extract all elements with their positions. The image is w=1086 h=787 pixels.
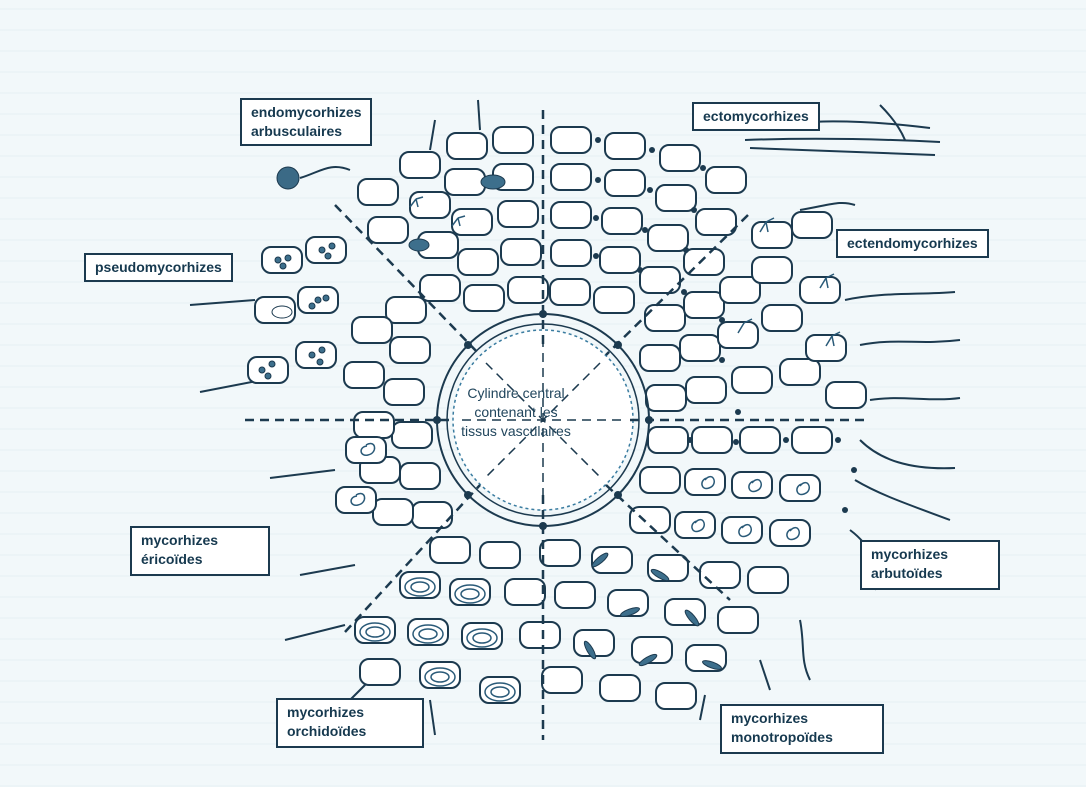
label-ectendomycorhizes: ectendomycorhizes (836, 229, 989, 258)
label-mycorhizes-orchidoides: mycorhizes orchidoïdes (276, 698, 424, 748)
label-endomycorhizes-arbusculaires: endomycorhizes arbusculaires (240, 98, 372, 146)
label-mycorhizes-monotropoides: mycorhizes monotropoïdes (720, 704, 884, 754)
label-ectomycorhizes: ectomycorhizes (692, 102, 820, 131)
central-cylinder-label: Cylindre central contenant les tissus va… (452, 384, 580, 441)
label-mycorhizes-arbutoides: mycorhizes arbutoïdes (860, 540, 1000, 590)
label-mycorhizes-ericoides: mycorhizes éricoïdes (130, 526, 270, 576)
label-pseudomycorhizes: pseudomycorhizes (84, 253, 233, 282)
